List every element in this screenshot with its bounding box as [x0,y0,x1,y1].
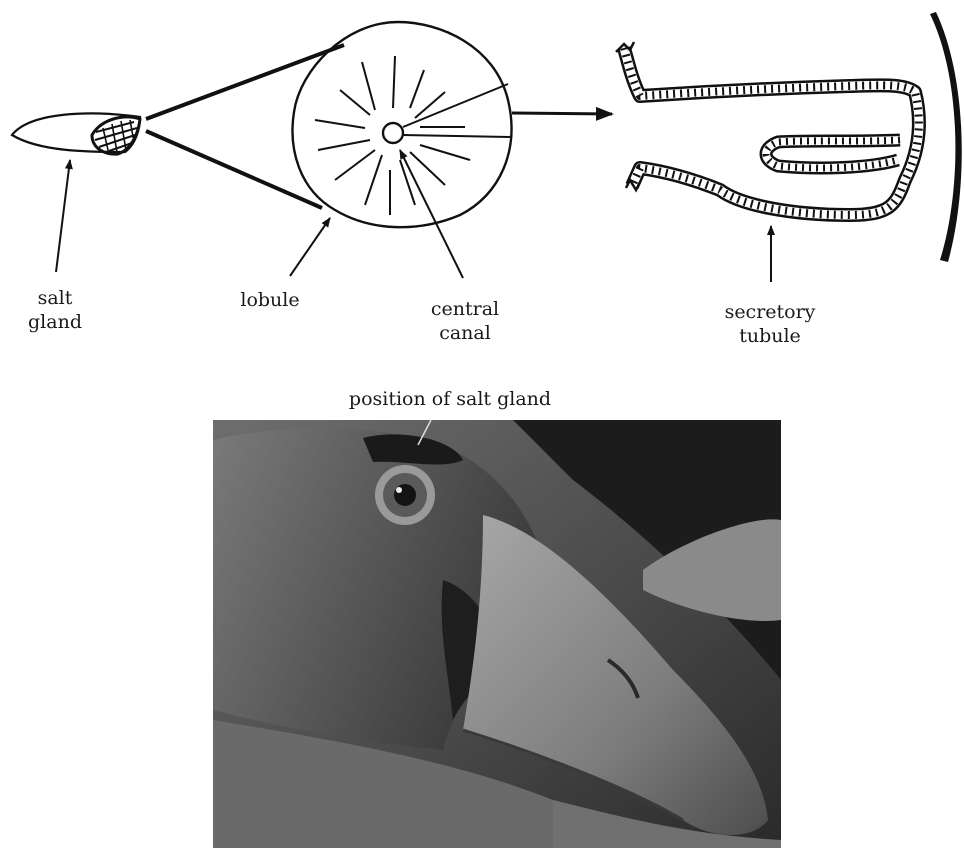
secretory-tubule-icon [616,42,919,215]
expansion-lines [146,45,344,208]
salt-gland-icon [12,113,140,154]
central-canal-label-line2: canal [410,321,520,345]
photo-caption: position of salt gland [320,387,580,411]
secretory-tubule-label-line1: secretory [705,300,835,324]
goose-head-photo [213,420,781,848]
salt-gland-label-line1: salt [10,286,100,310]
lobule-to-tubule-arrow [512,113,612,114]
lobule-label: lobule [220,288,320,312]
central-canal-label-line1: central [410,297,520,321]
goose-head-icon [213,420,781,848]
secretory-tubule-label-line2: tubule [705,324,835,348]
edge-curve [930,12,962,262]
lobule-icon [293,22,512,227]
central-canal-label: central canal [410,297,520,345]
secretory-tubule-label: secretory tubule [705,300,835,348]
salt-gland-label-line2: gland [10,310,100,334]
salt-gland-label: salt gland [10,286,100,334]
